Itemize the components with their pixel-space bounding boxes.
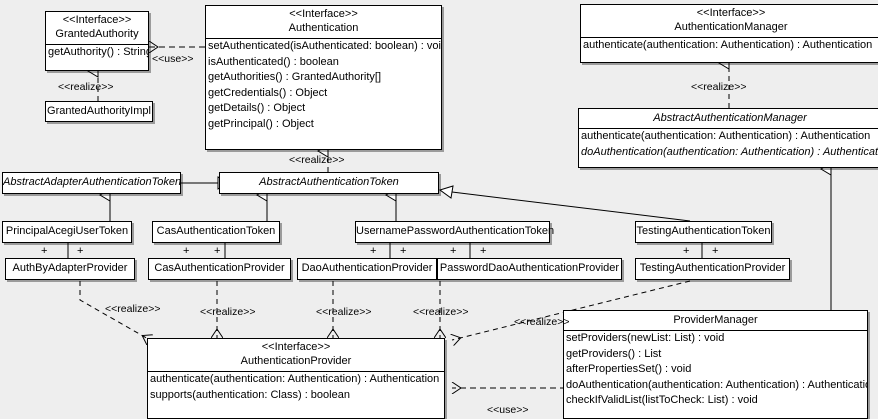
operation-row: getAuthority() : String [48,46,148,58]
edge-label-realize-password-dao-provider: <<realize>> [413,306,469,318]
class-header: AbstractAuthenticationManager [579,109,878,128]
class-name: Authentication [288,22,359,34]
operation-row: isAuthenticated() : boolean [208,55,339,68]
operation-row: getProviders() : List [566,347,662,360]
class-authentication-provider[interactable]: <<Interface>> AuthenticationProvider aut… [147,338,445,419]
compartment-divider [564,330,867,331]
compartment-divider [581,37,878,38]
edge-testingauthenticationprovider-realizes-authenticationprovider [452,280,691,340]
multiplicity-mark: + [370,245,377,257]
class-name: PasswordDaoAuthenticationProvider [439,262,620,274]
operations-compartment: setProviders(newList: List) : void getPr… [564,331,867,409]
class-name: AbstractAuthenticationManager [653,112,807,124]
class-header: ProviderManager [564,311,867,330]
class-name: TestingAuthenticationProvider [639,262,786,274]
multiplicity-mark: + [77,245,84,257]
operations-compartment: getAuthority() : String [46,45,148,61]
operation-row: setProviders(newList: List) : void [566,332,725,344]
compartment-divider [46,44,148,45]
operation-row: setAuthenticated(isAuthenticated: boolea… [208,40,441,52]
operations-compartment: authenticate(authentication: Authenticat… [579,129,878,160]
edge-testingauthenticationtoken-extends-abstractauthenticationtoken [438,185,691,222]
edge-label-realize-granted-authority-impl: <<realize>> [58,81,114,93]
class-header: <<Interface>> GrantedAuthority [46,12,148,44]
edge-label-realize-authentication: <<realize>> [289,154,345,166]
operation-row: getAuthorities() : GrantedAuthority[] [208,71,382,83]
class-granted-authority[interactable]: <<Interface>> GrantedAuthority getAuthor… [45,11,149,71]
operation-row: authenticate(authentication: Authenticat… [150,373,440,385]
operation-row: getPrincipal() : Object [208,117,314,130]
class-name: UsernamePasswordAuthenticationToken [356,225,555,237]
class-header: <<Interface>> AuthenticationManager [581,5,878,37]
edge-label-realize-testing-provider: <<realize>> [514,316,570,328]
multiplicity-mark: + [183,245,190,257]
class-dao-authentication-provider[interactable]: DaoAuthenticationProvider [297,258,437,280]
multiplicity-mark: + [214,245,221,257]
class-abstract-authentication-manager[interactable]: AbstractAuthenticationManager authentica… [578,108,878,168]
multiplicity-mark: + [450,245,457,257]
class-authentication-manager[interactable]: <<Interface>> AuthenticationManager auth… [580,4,878,63]
class-name: PrincipalAcegiUserToken [5,225,129,237]
compartment-divider [579,128,878,129]
operation-row: supports(authentication: Class) : boolea… [150,388,350,401]
class-name: AbstractAdapterAuthenticationToken [3,176,182,188]
operation-row: doAuthentication(authentication: Authent… [566,378,867,391]
operation-row: getDetails() : Object [208,102,306,114]
class-name: TestingAuthenticationToken [636,225,771,237]
edge-label-use-granted-authority: <<use>> [152,53,194,65]
edge-label-realize-cas-provider: <<realize>> [200,306,256,318]
operation-row: authenticate(authentication: Authenticat… [583,39,873,51]
class-testing-authentication-token[interactable]: TestingAuthenticationToken [635,221,772,243]
class-name: CasAuthenticationProvider [154,262,285,274]
class-stereotype: <<Interface>> [261,341,331,353]
class-auth-by-adapter-provider[interactable]: AuthByAdapterProvider [5,258,135,280]
operation-row: checkIfValidList(listToCheck: List) : vo… [566,394,758,406]
class-name: GrantedAuthority [55,28,139,40]
edge-label-realize-dao-provider: <<realize>> [316,306,372,318]
operations-compartment: authenticate(authentication: Authenticat… [148,372,444,403]
multiplicity-mark: + [712,245,719,257]
class-username-password-authentication-token[interactable]: UsernamePasswordAuthenticationToken [355,221,555,243]
class-name: DaoAuthenticationProvider [301,262,433,274]
operation-row: authenticate(authentication: Authenticat… [581,130,871,142]
compartment-divider [148,371,444,372]
class-principal-acegi-user-token[interactable]: PrincipalAcegiUserToken [2,221,132,243]
multiplicity-mark: + [683,245,690,257]
class-name: AuthenticationProvider [240,355,352,367]
class-provider-manager[interactable]: ProviderManager setProviders(newList: Li… [563,310,868,419]
class-stereotype: <<Interface>> [62,14,132,26]
class-name: ProviderManager [673,314,758,326]
class-header: <<Interface>> Authentication [206,6,441,38]
class-stereotype: <<Interface>> [289,8,358,20]
multiplicity-mark: + [41,245,48,257]
operation-row: getCredentials() : Object [208,86,328,99]
multiplicity-mark: + [400,245,407,257]
compartment-divider [206,38,441,39]
class-name: GrantedAuthorityImpl [47,105,151,117]
operations-compartment: setAuthenticated(isAuthenticated: boolea… [206,39,441,132]
class-testing-authentication-provider[interactable]: TestingAuthenticationProvider [635,258,790,280]
class-name: AuthByAdapterProvider [12,262,128,274]
edge-label-realize-authentication-manager: <<realize>> [691,81,747,93]
operation-row: afterPropertiesSet() : void [566,363,692,375]
class-abstract-adapter-authentication-token[interactable]: AbstractAdapterAuthenticationToken [2,172,181,194]
edge-label-use-provider-manager: <<use>> [487,404,529,416]
class-header: <<Interface>> AuthenticationProvider [148,339,444,371]
edge-authbyadapterprovider-realizes-authenticationprovider [79,281,150,340]
class-stereotype: <<Interface>> [696,7,766,19]
edge-label-realize-auth-by-adapter: <<realize>> [105,303,161,315]
operations-compartment: authenticate(authentication: Authenticat… [581,38,878,54]
class-password-dao-authentication-provider[interactable]: PasswordDaoAuthenticationProvider [437,258,622,280]
class-cas-authentication-token[interactable]: CasAuthenticationToken [152,221,280,243]
class-authentication[interactable]: <<Interface>> Authentication setAuthenti… [205,5,442,150]
class-name: AuthenticationManager [674,21,788,33]
multiplicity-mark: + [480,245,487,257]
class-abstract-authentication-token[interactable]: AbstractAuthenticationToken [219,172,439,194]
class-name: AbstractAuthenticationToken [259,176,399,188]
class-name: CasAuthenticationToken [156,225,276,237]
class-cas-authentication-provider[interactable]: CasAuthenticationProvider [148,258,291,280]
operation-row: doAuthentication(authentication: Authent… [581,145,878,158]
class-granted-authority-impl[interactable]: GrantedAuthorityImpl [45,101,153,122]
